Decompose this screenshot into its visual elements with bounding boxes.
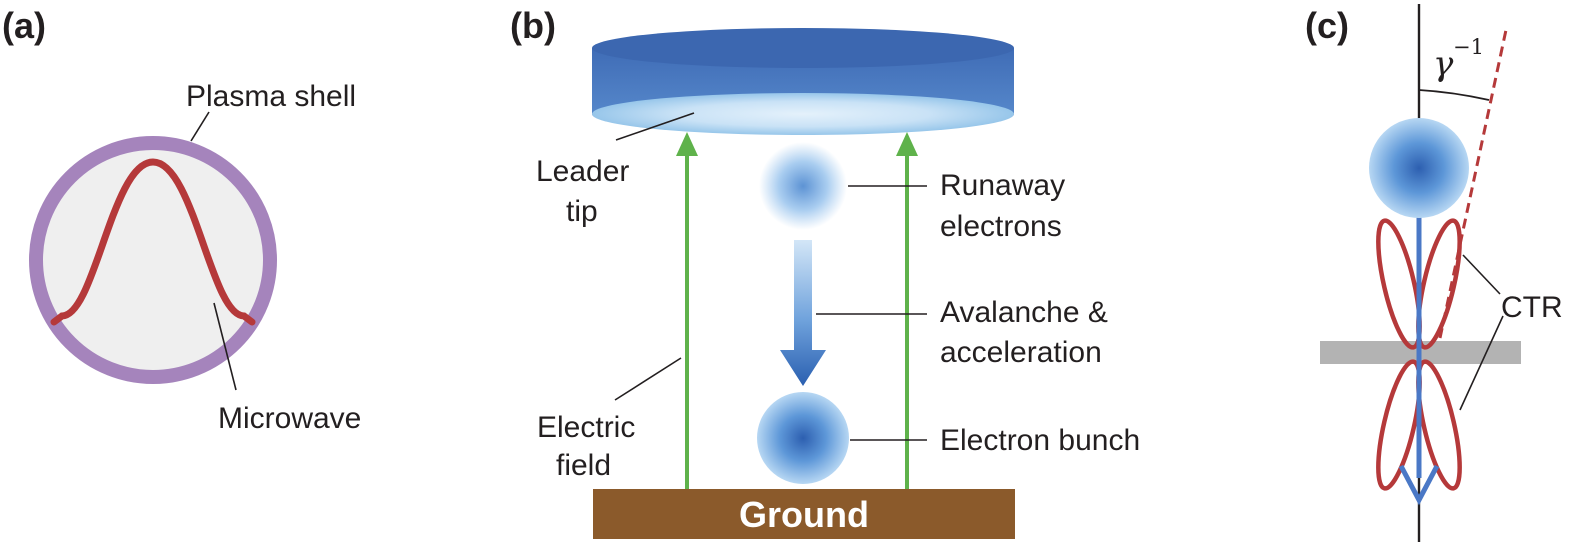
microwave-label: Microwave (218, 402, 361, 435)
ctr-label: CTR (1501, 291, 1563, 324)
panel-b: (b) Ground Leader tip Electric field (510, 5, 1140, 539)
panel-b-label: (b) (510, 5, 556, 46)
plasma-shell-leader (190, 111, 210, 142)
electric-field-arrowhead-right (896, 132, 918, 156)
plasma-shell-label: Plasma shell (186, 80, 356, 113)
electron-cloud-c (1369, 118, 1469, 218)
plasma-shell (29, 136, 277, 384)
runaway-electrons-cloud (759, 142, 847, 230)
panel-a: (a) Plasma shell Microwave (2, 5, 361, 435)
avalanche-label-line-2: acceleration (940, 336, 1102, 369)
electric-field-label-line-2: field (556, 449, 611, 482)
angle-arc (1418, 89, 1490, 101)
microwave-leader (213, 302, 237, 391)
avalanche-arrow (780, 240, 826, 386)
electron-bunch-cloud (757, 392, 849, 484)
leader-tip-leader-line (615, 112, 695, 141)
runaway-electrons-label-line-2: electrons (940, 210, 1062, 243)
ctr-lobes (1376, 218, 1462, 491)
ctr-lobe-lower-right (1416, 359, 1462, 491)
ground-bar (593, 489, 1015, 539)
microwave-wave (50, 158, 256, 326)
emission-angle-line (1438, 29, 1508, 339)
ground-label: Ground (739, 494, 869, 535)
ctr-lobe-lower-left (1376, 359, 1422, 491)
ctr-lobe-upper-right (1416, 218, 1462, 350)
avalanche-label-line-1: Avalanche & (940, 296, 1108, 329)
leader-tip-label-line-1: Leader (536, 155, 629, 188)
gamma-symbol: γ (1433, 44, 1454, 84)
runaway-electrons-label-line-1: Runaway (940, 169, 1065, 202)
panel-a-label: (a) (2, 5, 46, 46)
panel-c-label: (c) (1305, 5, 1349, 46)
ctr-leader-upper (1462, 254, 1501, 295)
leader-tip-label-line-2: tip (566, 195, 598, 228)
electron-bunch-label: Electron bunch (940, 424, 1140, 457)
electron-trajectory-arrowhead (1398, 464, 1440, 506)
panel-c: (c) γ −1 CTR (1305, 4, 1563, 542)
ctr-lobe-upper-left (1376, 218, 1422, 350)
electric-field-label-line-1: Electric (537, 411, 635, 444)
ctr-leader-lower (1459, 315, 1504, 411)
leader-tip-disk (592, 28, 1014, 135)
gamma-exponent: −1 (1453, 35, 1484, 59)
electric-field-arrowhead-left (676, 132, 698, 156)
electric-field-leader-line (614, 357, 682, 401)
